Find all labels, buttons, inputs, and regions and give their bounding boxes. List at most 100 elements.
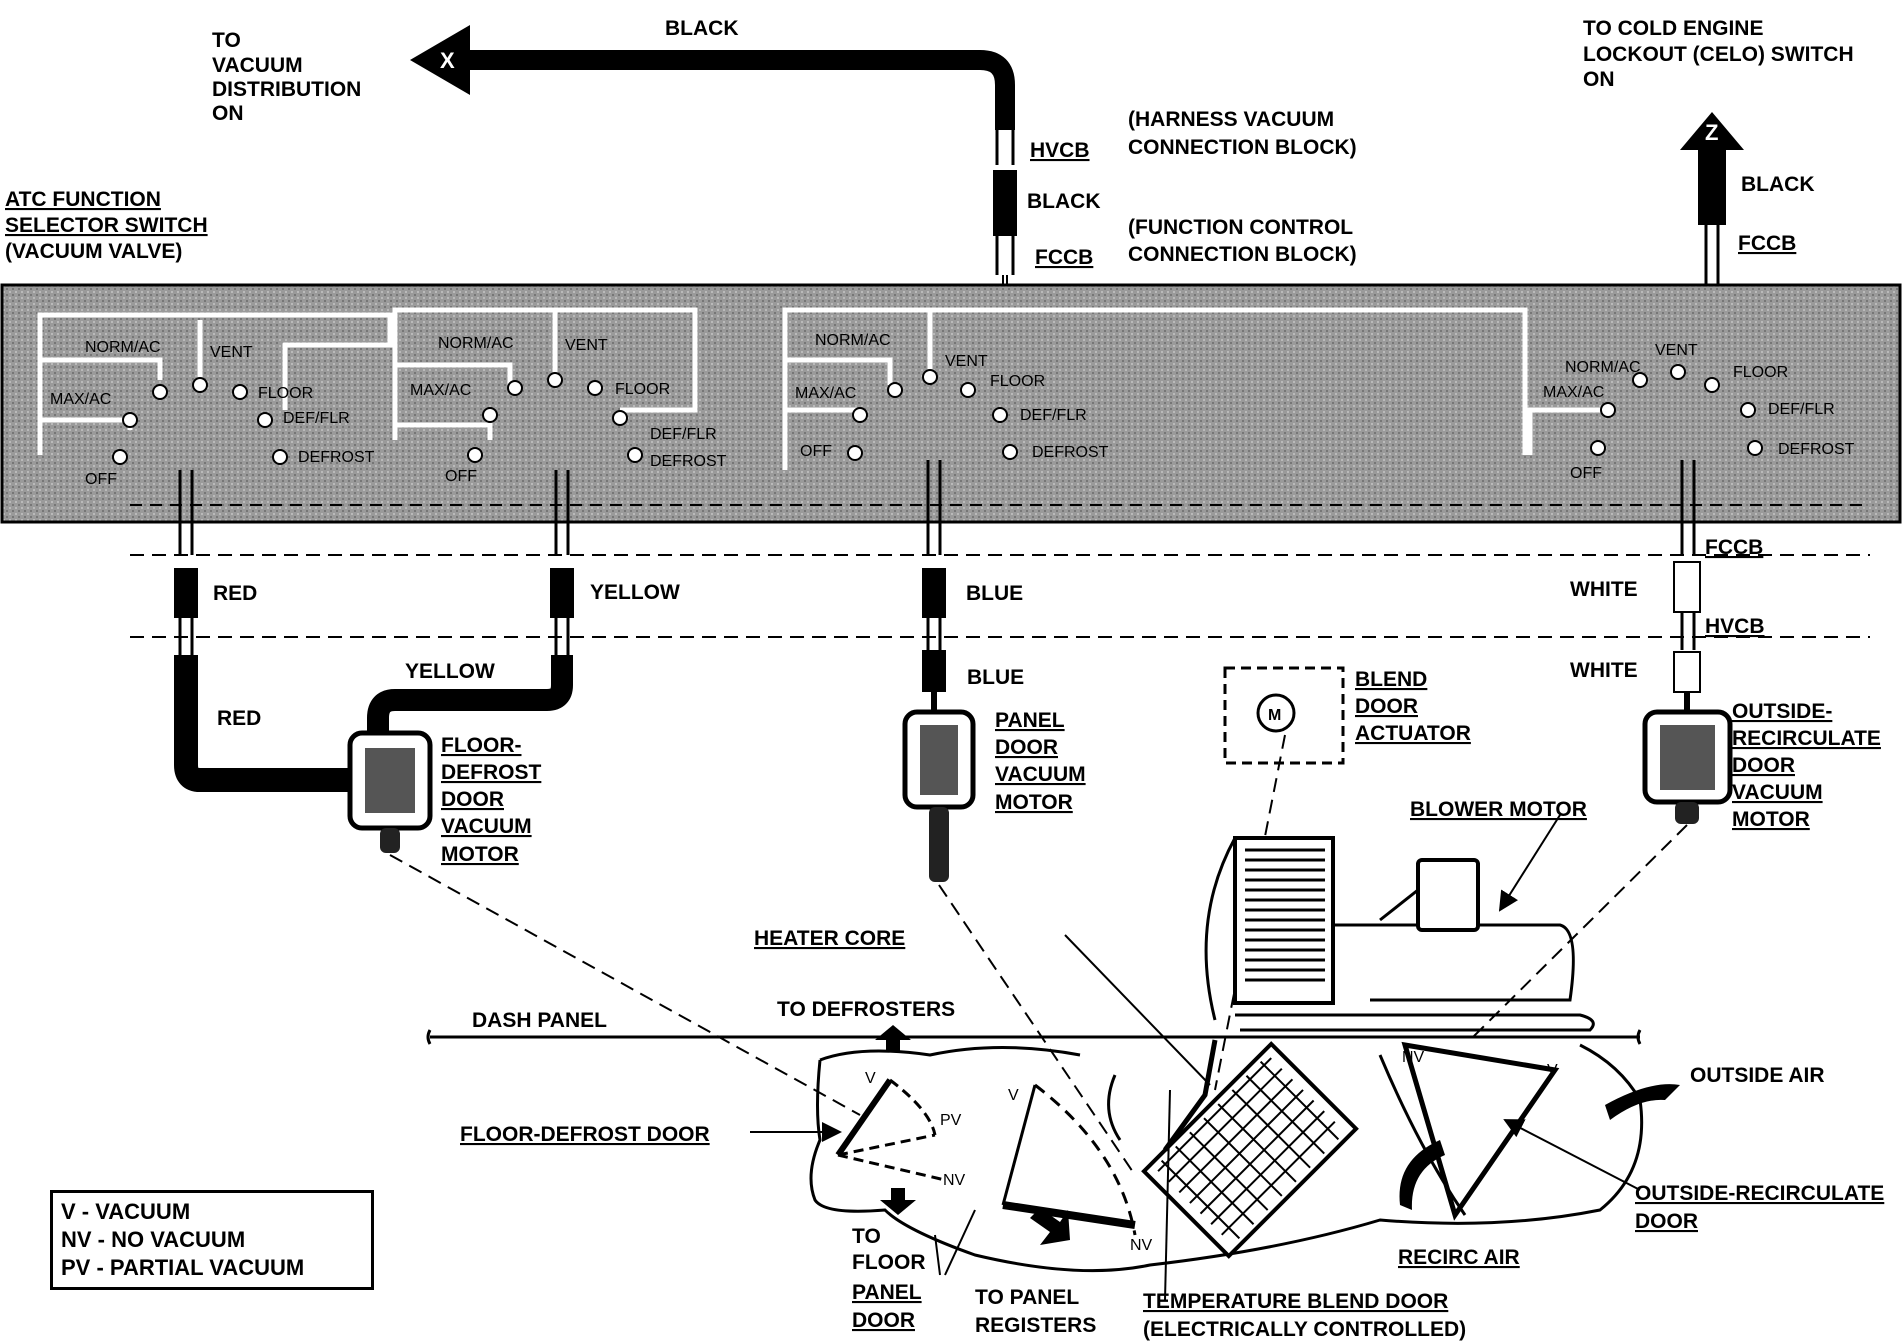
top-labels: TO VACUUM DISTRIBUTION ON BLACK HVCB (HA… (5, 17, 1854, 269)
svg-text:FCCB: FCCB (1705, 536, 1763, 559)
svg-text:RED: RED (213, 582, 257, 605)
svg-text:DOOR: DOOR (441, 788, 504, 811)
svg-text:RECIRCULATE: RECIRCULATE (1732, 727, 1881, 750)
selector-title-3: (VACUUM VALVE) (5, 240, 182, 263)
svg-text:(FUNCTION CONTROL: (FUNCTION CONTROL (1128, 216, 1353, 239)
legend: V - VACUUM NV - NO VACUUM PV - PARTIAL V… (50, 1190, 374, 1290)
svg-text:WHITE: WHITE (1570, 659, 1638, 682)
svg-text:MAX/AC: MAX/AC (50, 391, 111, 408)
svg-text:YELLOW: YELLOW (405, 660, 495, 683)
svg-text:MAX/AC: MAX/AC (795, 385, 856, 402)
svg-text:FLOOR: FLOOR (615, 381, 670, 398)
svg-text:HVCB: HVCB (1705, 615, 1765, 638)
svg-text:BLUE: BLUE (967, 666, 1024, 689)
svg-text:VENT: VENT (565, 337, 608, 354)
svg-text:REGISTERS: REGISTERS (975, 1314, 1096, 1337)
air-arrows (875, 1025, 1680, 1245)
svg-text:DOOR: DOOR (1635, 1210, 1698, 1233)
svg-text:RECIRC AIR: RECIRC AIR (1398, 1246, 1520, 1269)
svg-text:VACUUM: VACUUM (212, 54, 303, 77)
heater-core (1141, 1041, 1359, 1259)
svg-text:YELLOW: YELLOW (590, 581, 680, 604)
component-labels: FLOOR- DEFROST DOOR VACUUM MOTOR PANEL D… (441, 668, 1884, 1341)
svg-text:NORM/AC: NORM/AC (1565, 359, 1641, 376)
svg-text:OFF: OFF (85, 471, 117, 488)
svg-text:CONNECTION BLOCK): CONNECTION BLOCK) (1128, 243, 1357, 266)
blend-door-actuator-box: M (1223, 666, 1345, 765)
svg-text:OFF: OFF (1570, 465, 1602, 482)
svg-text:DEFROST: DEFROST (298, 449, 375, 466)
black-hose-right: Z (1680, 112, 1744, 375)
svg-text:FCCB: FCCB (1738, 232, 1796, 255)
svg-text:FLOOR-DEFROST DOOR: FLOOR-DEFROST DOOR (460, 1123, 710, 1146)
arrow-x-label: X (440, 48, 455, 73)
svg-text:NV: NV (943, 1172, 966, 1189)
svg-text:TO: TO (212, 29, 241, 52)
svg-text:DOOR: DOOR (852, 1309, 915, 1332)
yellow-hose (367, 470, 574, 735)
svg-text:PV: PV (940, 1112, 962, 1129)
legend-no-vacuum: NV - NO VACUUM (61, 1227, 246, 1252)
panel-door-shape (1001, 1083, 1137, 1236)
svg-text:V: V (1008, 1087, 1019, 1104)
svg-text:DEFROST: DEFROST (441, 761, 542, 784)
svg-text:TEMPERATURE BLEND DOOR: TEMPERATURE BLEND DOOR (1143, 1290, 1448, 1313)
svg-text:DEF/FLR: DEF/FLR (1020, 407, 1087, 424)
svg-text:VACUUM: VACUUM (995, 763, 1086, 786)
center-connector (993, 130, 1017, 305)
svg-text:WHITE: WHITE (1570, 578, 1638, 601)
svg-text:VACUUM: VACUUM (1732, 781, 1823, 804)
svg-text:VENT: VENT (210, 344, 253, 361)
svg-text:LOCKOUT (CELO) SWITCH: LOCKOUT (CELO) SWITCH (1583, 43, 1854, 66)
svg-text:BLOWER MOTOR: BLOWER MOTOR (1410, 798, 1587, 821)
svg-text:FLOOR: FLOOR (258, 385, 313, 402)
floor-defrost-vacuum-motor (347, 730, 433, 853)
svg-text:CONNECTION BLOCK): CONNECTION BLOCK) (1128, 136, 1357, 159)
svg-text:NV: NV (1130, 1237, 1153, 1254)
svg-text:NORM/AC: NORM/AC (438, 335, 514, 352)
svg-text:FCCB: FCCB (1035, 246, 1093, 269)
arrow-z-label: Z (1705, 120, 1718, 145)
svg-text:BLACK: BLACK (665, 17, 739, 40)
svg-text:DEFROST: DEFROST (1778, 441, 1855, 458)
selector-switch-body (0, 283, 1902, 524)
svg-text:DEF/FLR: DEF/FLR (650, 426, 717, 443)
svg-text:TO PANEL: TO PANEL (975, 1286, 1079, 1309)
svg-text:HVCB: HVCB (1030, 139, 1090, 162)
svg-text:MAX/AC: MAX/AC (1543, 384, 1604, 401)
outside-recirc-vacuum-motor (1642, 709, 1733, 824)
svg-text:VENT: VENT (1655, 342, 1698, 359)
legend-partial-vacuum: PV - PARTIAL VACUUM (61, 1255, 305, 1280)
svg-text:ON: ON (1583, 68, 1615, 91)
svg-text:(HARNESS VACUUM: (HARNESS VACUUM (1128, 108, 1334, 131)
selector-panel-3: NORM/AC VENT MAX/AC FLOOR DEF/FLR DEFROS… (795, 332, 1109, 461)
blue-hose (922, 460, 946, 712)
floor-defrost-door-shape (835, 1078, 946, 1182)
hvac-housing (426, 836, 1644, 1273)
svg-text:TO: TO (852, 1225, 881, 1248)
svg-text:FLOOR: FLOOR (1733, 364, 1788, 381)
svg-text:DOOR: DOOR (995, 736, 1058, 759)
black-hose-top: X (410, 25, 1015, 130)
svg-text:MOTOR: MOTOR (441, 843, 519, 866)
svg-text:V: V (1547, 1062, 1558, 1079)
svg-text:DOOR: DOOR (1732, 754, 1795, 777)
svg-text:DOOR: DOOR (1355, 695, 1418, 718)
svg-text:V: V (865, 1070, 876, 1087)
svg-text:TO DEFROSTERS: TO DEFROSTERS (777, 998, 955, 1021)
svg-text:DASH PANEL: DASH PANEL (472, 1009, 607, 1032)
svg-text:MOTOR: MOTOR (1732, 808, 1810, 831)
svg-text:MAX/AC: MAX/AC (410, 382, 471, 399)
svg-text:BLUE: BLUE (966, 582, 1023, 605)
red-hose (174, 470, 350, 792)
svg-text:BLACK: BLACK (1027, 190, 1101, 213)
svg-text:DEF/FLR: DEF/FLR (283, 410, 350, 427)
svg-text:ACTUATOR: ACTUATOR (1355, 722, 1471, 745)
legend-vacuum: V - VACUUM (61, 1199, 191, 1224)
svg-text:HEATER CORE: HEATER CORE (754, 927, 905, 950)
svg-text:FLOOR: FLOOR (852, 1251, 926, 1274)
svg-text:FLOOR: FLOOR (990, 373, 1045, 390)
svg-text:MOTOR: MOTOR (995, 791, 1073, 814)
svg-text:M: M (1268, 707, 1281, 724)
svg-text:BLEND: BLEND (1355, 668, 1427, 691)
